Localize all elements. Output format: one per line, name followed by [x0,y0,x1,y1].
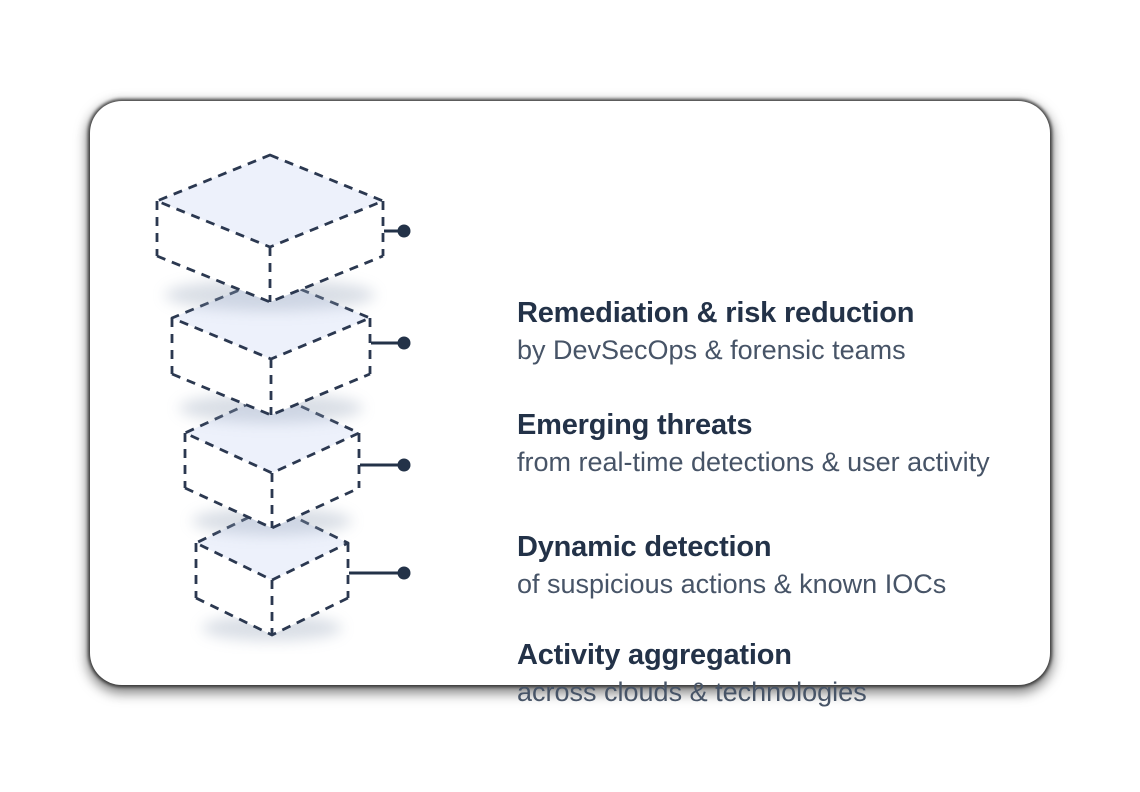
row-title: Activity aggregation [517,639,792,671]
row-title: Dynamic detection [517,531,772,563]
row-title: Remediation & risk reduction [517,297,915,329]
row-title: Emerging threats [517,409,753,441]
row-subtitle: from real-time detections & user activit… [517,447,990,477]
row-dynamic-detection: Dynamic detection of suspicious actions … [517,530,1137,602]
card: Remediation & risk reduction by DevSecOp… [90,101,1050,707]
row-subtitle: across clouds & technologies [517,677,867,707]
row-emerging-threats: Emerging threats from real-time detectio… [517,408,1137,480]
row-subtitle: of suspicious actions & known IOCs [517,569,947,599]
row-remediation: Remediation & risk reduction by DevSecOp… [517,296,1137,368]
row-subtitle: by DevSecOps & forensic teams [517,335,906,365]
row-activity-aggregation: Activity aggregation across clouds & tec… [517,638,1137,710]
